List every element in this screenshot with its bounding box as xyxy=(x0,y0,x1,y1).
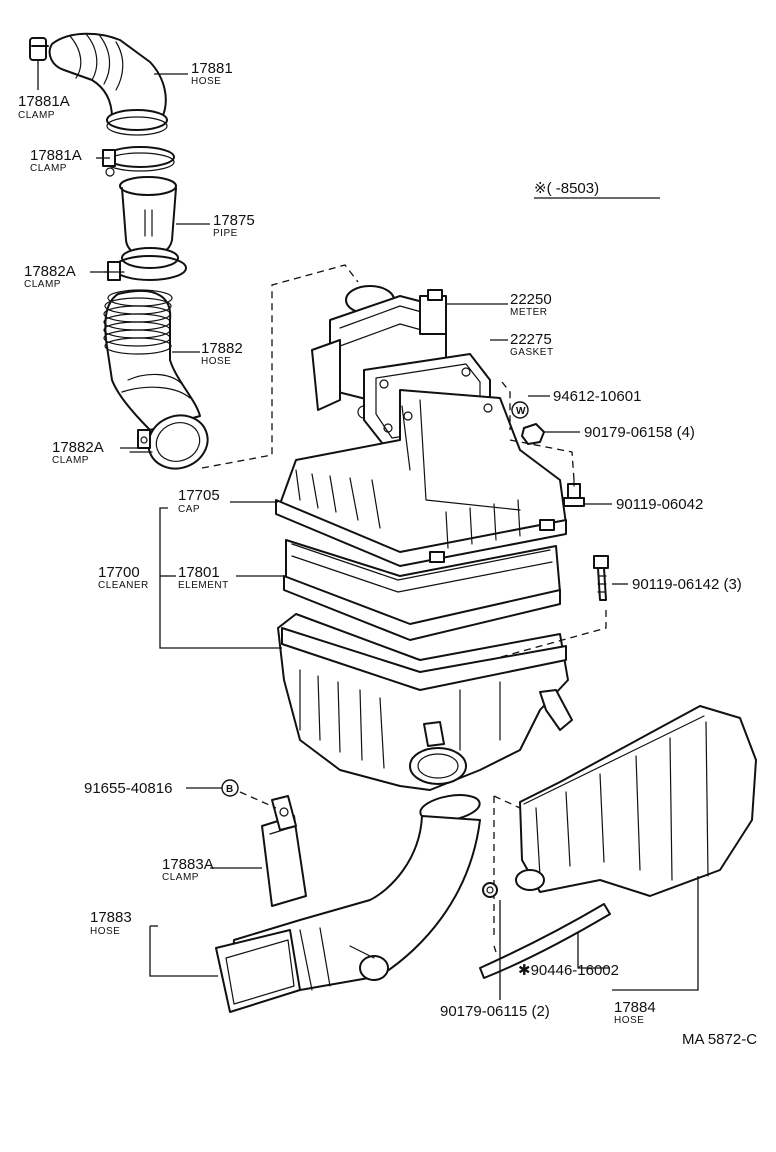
hose-17883-drawing xyxy=(215,794,481,1013)
label-91655-number: 91655-40816 xyxy=(84,780,172,797)
label-17881a-mid-name: CLAMP xyxy=(30,163,67,174)
label-17882-name: HOSE xyxy=(201,356,231,367)
label-22275-number: 22275 xyxy=(510,331,552,348)
hose-17881-drawing xyxy=(29,32,168,136)
range-note: ※( -8503) xyxy=(534,180,599,197)
label-17705-name: CAP xyxy=(178,504,200,515)
label-17875-number: 17875 xyxy=(213,212,255,229)
clamp-17881a-mid-drawing xyxy=(102,146,175,177)
label-17882-number: 17882 xyxy=(201,340,243,357)
label-17700-name: CLEANER xyxy=(98,580,149,591)
label-22275-name: GASKET xyxy=(510,347,554,358)
label-90446-number: ✱90446-16002 xyxy=(518,962,619,979)
hose-to-meter-dash xyxy=(201,264,359,469)
label-17705-number: 17705 xyxy=(178,487,220,504)
label-17881-number: 17881 xyxy=(191,60,233,77)
label-17882a-top-number: 17882A xyxy=(24,263,76,280)
cap-17705-drawing xyxy=(275,389,567,567)
pipe-17875-drawing xyxy=(119,176,179,269)
resonator-17884-drawing xyxy=(479,705,757,979)
label-17881a-top-name: CLAMP xyxy=(18,110,55,121)
clamp-17882a-bot-drawing xyxy=(129,429,153,453)
case-17700-drawing xyxy=(277,613,573,791)
nut-90179-06158-drawing xyxy=(521,423,545,445)
hose-17882-drawing xyxy=(103,289,209,470)
label-17883-name: HOSE xyxy=(90,926,120,937)
label-17883a-name: CLAMP xyxy=(162,872,199,883)
labels: ※( -8503) 17881 HOSE 17881A CLAMP 17881A… xyxy=(18,60,757,1048)
bolt-dash-right xyxy=(489,381,607,661)
label-17801-name: ELEMENT xyxy=(178,580,229,591)
label-17883-number: 17883 xyxy=(90,909,132,926)
leader-lines xyxy=(37,60,699,1000)
nut-90179-06115-drawing xyxy=(482,882,498,898)
fastener-w-94612-drawing: W xyxy=(511,401,529,419)
label-17881-name: HOSE xyxy=(191,76,221,87)
clamp-dash xyxy=(239,791,277,809)
label-90179-06115-number: 90179-06115 (2) xyxy=(440,1003,550,1020)
label-94612-number: 94612-10601 xyxy=(553,388,641,405)
bolt-90119-06042-drawing xyxy=(563,479,585,507)
label-17882a-top-name: CLAMP xyxy=(24,279,61,290)
label-17884-number: 17884 xyxy=(614,999,656,1016)
marker-w: W xyxy=(516,406,526,417)
label-17700-number: 17700 xyxy=(98,564,140,581)
label-22250-number: 22250 xyxy=(510,291,552,308)
label-17801-number: 17801 xyxy=(178,564,220,581)
label-22250-name: METER xyxy=(510,307,548,318)
label-17884-name: HOSE xyxy=(614,1015,644,1026)
figure-ref: MA 5872-C xyxy=(682,1031,757,1048)
element-17801-drawing xyxy=(283,539,561,641)
clamp-17882a-top-drawing xyxy=(103,255,187,281)
label-17881a-mid-number: 17881A xyxy=(30,147,82,164)
label-17882a-bot-number: 17882A xyxy=(52,439,104,456)
marker-b: B xyxy=(226,784,233,795)
fastener-b-91655-drawing: B xyxy=(221,779,239,797)
bolt-90119-06142-drawing xyxy=(593,555,609,601)
label-90179-06158-number: 90179-06158 (4) xyxy=(584,424,695,441)
clamp-17883a-drawing xyxy=(261,795,307,907)
label-17875-name: PIPE xyxy=(213,228,238,239)
label-90119-06042-number: 90119-06042 xyxy=(616,496,703,513)
label-17882a-bot-name: CLAMP xyxy=(52,455,89,466)
label-17883a-number: 17883A xyxy=(162,856,214,873)
label-90119-06142-number: 90119-06142 (3) xyxy=(632,576,742,593)
label-17881a-top-number: 17881A xyxy=(18,93,70,110)
